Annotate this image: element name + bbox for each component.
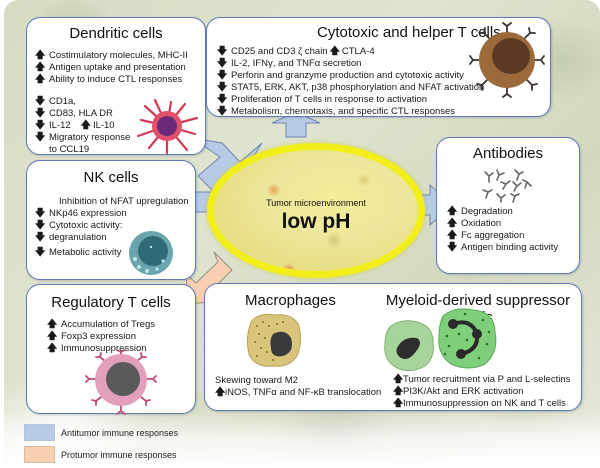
- tumor-microenvironment: Tumor microenvironment low pH: [207, 143, 425, 278]
- list-item: 🡅Accumulation of Tregs: [47, 319, 155, 330]
- list-item: 🡅PI3K/Akt and ERK activation: [393, 386, 524, 397]
- legend-antitumor: Antitumor immune responses: [24, 424, 178, 441]
- background-fade: [0, 410, 600, 468]
- list-item: 🡇Metabolism, chemotaxis, and specific CT…: [217, 106, 456, 117]
- arrow-down-icon: 🡇: [217, 106, 228, 117]
- nk-cell-icon: [129, 231, 173, 275]
- dendritic-cell-icon: [137, 98, 199, 154]
- tumor-subtitle: Tumor microenvironment: [266, 198, 366, 208]
- list-item: 🡅Antigen uptake and presentation: [35, 62, 186, 73]
- list-item: 🡅Tumor recruitment via P and L-selectins: [393, 374, 571, 385]
- treg-effects: 🡅Accumulation of Tregs 🡅Foxp3 expression…: [47, 319, 195, 355]
- panel-antibodies: Antibodies 🡅Degradation 🡅Oxidation 🡅Fc a…: [436, 137, 580, 274]
- list-item: 🡅Fc aggregation: [447, 230, 525, 241]
- list-item: Inhibition of NFAT upregulation: [59, 196, 189, 207]
- arrow-up-icon: 🡅: [47, 331, 58, 342]
- arrow-up-icon: 🡅: [329, 46, 340, 57]
- arrow-down-icon: 🡇: [217, 94, 228, 105]
- arrow-up-icon: 🡅: [47, 343, 58, 354]
- arrow-down-icon: 🡇: [35, 220, 46, 231]
- treg-cell-icon: [85, 349, 157, 415]
- arrow-up-icon: 🡅: [393, 374, 404, 385]
- cytotoxic-effects: 🡇CD25 and CD3 ζ chain🡅CTLA-4 🡇IL-2, IFNγ…: [217, 46, 484, 118]
- list-item: 🡇Migratory response: [35, 132, 131, 143]
- panel-title: Antibodies: [472, 145, 544, 162]
- panel-nk-cells: NK cells Inhibition of NFAT upregulation…: [26, 160, 196, 280]
- panel-macrophages-mdsc: Macrophages Myeloid-derived suppressor c…: [204, 283, 582, 411]
- arrow-down-icon: 🡇: [35, 232, 46, 243]
- list-item: 🡇Cytotoxic activity:: [35, 220, 123, 231]
- list-item: Skewing toward M2: [215, 375, 298, 386]
- arrow-down-icon: 🡇: [35, 247, 46, 258]
- mdsc-effects: 🡅Tumor recruitment via P and L-selectins…: [393, 374, 570, 410]
- list-item: 🡇Metabolic activity: [35, 247, 122, 258]
- list-item: 🡇CD83, HLA DR: [35, 108, 113, 119]
- arrow-down-icon: 🡇: [35, 108, 46, 119]
- arrow-up-icon: 🡅: [35, 62, 46, 73]
- list-item: 🡅Degradation: [447, 206, 513, 217]
- panel-regulatory-t-cells: Regulatory T cells 🡅Accumulation of Treg…: [26, 284, 196, 415]
- list-item: 🡇Antigen binding activity: [447, 242, 559, 253]
- mdsc-cell-icon-1: [384, 320, 434, 372]
- mdsc-cell-icon-2: [438, 308, 497, 369]
- panel-cytotoxic-t-cells: Cytotoxic and helper T cells 🡇CD25 and C…: [206, 17, 551, 117]
- panel-title: NK cells: [83, 169, 139, 186]
- nk-effects: Inhibition of NFAT upregulation 🡇NKp46 e…: [35, 196, 195, 259]
- panel-title: Cytotoxic and helper T cells: [317, 24, 501, 41]
- arrow-up-icon: 🡅: [215, 387, 226, 398]
- list-item: 🡇Proliferation of T cells in response to…: [217, 94, 428, 105]
- arrow-up-icon: 🡅: [447, 206, 458, 217]
- panel-title: Dendritic cells: [69, 25, 163, 42]
- macrophages-title: Macrophages: [245, 292, 336, 309]
- arrow-up-icon: 🡅: [447, 218, 458, 229]
- arrow-up-icon: 🡅: [35, 74, 46, 85]
- legend-protumor: Protumor immune responses: [24, 446, 177, 463]
- macrophages-effects: Skewing toward M2 🡅iNOS, TNFα and NF-κB …: [215, 375, 381, 399]
- arrow-up-icon: 🡅: [393, 386, 404, 397]
- macrophage-icon: [246, 313, 302, 367]
- list-item: 🡇Perforin and granzyme production and cy…: [217, 70, 464, 81]
- arrow-down-icon: 🡇: [35, 132, 46, 143]
- list-item: 🡇NKp46 expression: [35, 208, 127, 219]
- arrow-down-icon: 🡇: [217, 46, 228, 57]
- list-item: 🡅Immunosuppression on NK and T cells: [393, 398, 566, 409]
- panel-dendritic-cells: Dendritic cells 🡅Costimulatory molecules…: [26, 17, 206, 155]
- list-item: 🡇IL-12🡅IL-10: [35, 120, 115, 131]
- list-item: 🡅iNOS, TNFα and NF-κB translocation: [215, 387, 382, 398]
- tumor-title: low pH: [281, 210, 351, 233]
- list-item: 🡅Foxp3 expression: [47, 331, 136, 342]
- arrow-up-icon: 🡅: [35, 50, 46, 61]
- arrow-up-icon: 🡅: [80, 120, 91, 131]
- dendritic-effects-up: 🡅Costimulatory molecules, MHC-II 🡅Antige…: [35, 50, 205, 86]
- legend-label: Protumor immune responses: [61, 449, 177, 460]
- list-item: 🡅Oxidation: [447, 218, 502, 229]
- arrow-down-icon: 🡇: [35, 96, 46, 107]
- arrow-up-icon: 🡅: [393, 398, 404, 409]
- list-item: 🡅Immunosuppression: [47, 343, 147, 354]
- arrow-down-icon: 🡇: [35, 208, 46, 219]
- list-item: 🡅Ability to induce CTL responses: [35, 74, 183, 85]
- arrow-down-icon: 🡇: [217, 70, 228, 81]
- list-item: 🡇IL-2, IFNγ, and TNFα secretion: [217, 58, 362, 69]
- t-cell-icon: [469, 22, 545, 98]
- arrow-up-icon: 🡅: [47, 319, 58, 330]
- dendritic-effects-down: 🡇CD1a, 🡇CD83, HLA DR 🡇IL-12🡅IL-10 🡇Migra…: [35, 96, 205, 156]
- arrow-up-icon: 🡅: [447, 230, 458, 241]
- legend-label: Antitumor immune responses: [61, 427, 179, 438]
- legend-swatch-antitumor: [24, 424, 55, 441]
- antibodies-effects: 🡅Degradation 🡅Oxidation 🡅Fc aggregation …: [447, 206, 558, 254]
- list-item: 🡇degranulation: [35, 232, 107, 243]
- arrow-down-icon: 🡇: [35, 120, 46, 131]
- antibodies-icon: [482, 169, 532, 203]
- arrow-down-icon: 🡇: [217, 82, 228, 93]
- arrow-down-icon: 🡇: [447, 242, 458, 253]
- legend-swatch-protumor: [24, 446, 55, 463]
- list-item: 🡅Costimulatory molecules, MHC-II: [35, 50, 188, 61]
- list-item: to CCL19: [49, 144, 90, 155]
- arrow-down-icon: 🡇: [217, 58, 228, 69]
- list-item: 🡇CD25 and CD3 ζ chain🡅CTLA-4: [217, 46, 375, 57]
- list-item: 🡇STAT5, ERK, AKT, p38 phosphorylation an…: [217, 82, 485, 93]
- list-item: 🡇CD1a,: [35, 96, 76, 107]
- panel-title: Regulatory T cells: [51, 294, 171, 311]
